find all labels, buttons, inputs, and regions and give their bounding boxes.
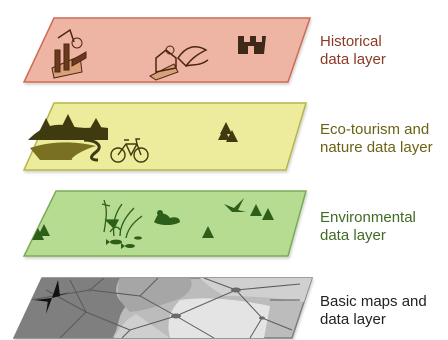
basic-maps-label: Basic maps and data layer (320, 293, 431, 328)
layer-labels: Historical data layer Eco-tourism and na… (320, 33, 433, 328)
environmental-layer (22, 190, 307, 257)
eco-tourism-layer (22, 102, 308, 171)
environmental-label: Environmental data layer (320, 209, 420, 244)
tree-icon (202, 204, 274, 238)
fish-icon (106, 236, 142, 249)
eco-tourism-label: Eco-tourism and nature data layer (320, 121, 433, 156)
basic-maps-layer (12, 277, 314, 339)
house-icon (149, 45, 209, 81)
bird-icon (224, 198, 246, 212)
road-network (14, 278, 312, 338)
castle-tower-icon (238, 36, 266, 54)
compass-rose-icon (34, 280, 70, 314)
duck-icon (154, 210, 180, 225)
hills-trees-icon (28, 114, 108, 162)
ruin-icon (51, 28, 87, 79)
historical-layer (22, 17, 312, 83)
bicycle-icon (110, 138, 149, 163)
tree-icon (32, 224, 50, 240)
tree-icon (218, 122, 238, 142)
heron-reeds-icon (101, 199, 143, 239)
historical-label: Historical data layer (320, 33, 386, 68)
